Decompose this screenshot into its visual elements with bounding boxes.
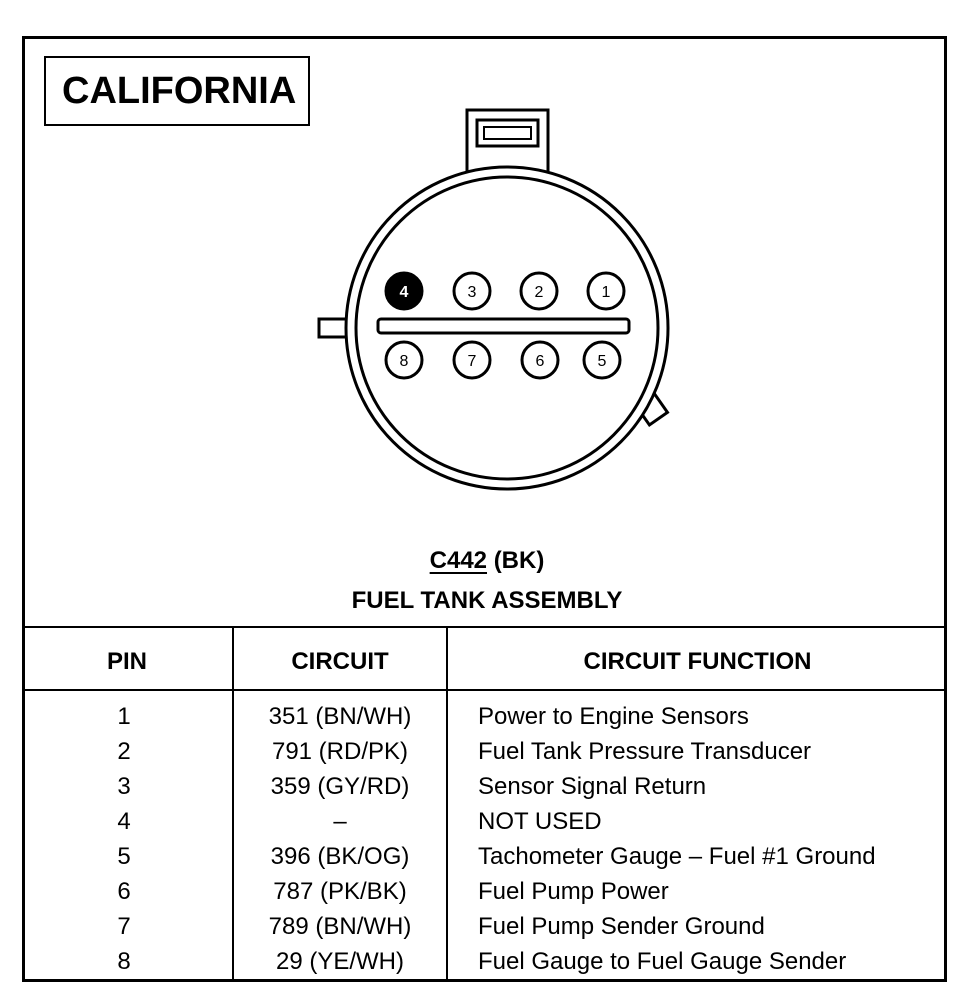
pin-3: 3	[452, 271, 492, 311]
table-top-border	[22, 626, 947, 628]
circuit-code: 791 (RD/PK)	[271, 738, 409, 765]
pin-number: 6	[117, 878, 131, 905]
table-row: 7 789 (BN/WH) Fuel Pump Sender Ground	[22, 913, 947, 948]
circuit-function: Fuel Pump Sender Ground	[478, 913, 765, 940]
table-row: 8 29 (YE/WH) Fuel Gauge to Fuel Gauge Se…	[22, 948, 947, 983]
pin-1: 1	[586, 271, 626, 311]
pin-label: 7	[468, 353, 477, 370]
pin-4: 4	[384, 271, 424, 311]
circuit-code: 29 (YE/WH)	[275, 948, 404, 975]
connector-face-drawing: 4 3 2 1 8 7 6 5	[317, 108, 670, 491]
circuit-code: 789 (BN/WH)	[268, 913, 412, 940]
pin-label: 3	[468, 284, 477, 301]
circuit-function: NOT USED	[478, 808, 602, 835]
circuit-function: Fuel Pump Power	[478, 878, 669, 905]
connector-color-code: (BK)	[493, 547, 545, 574]
circuit-code: 787 (PK/BK)	[273, 878, 407, 905]
connector-lock-tab	[465, 108, 550, 176]
header-circuit-function: CIRCUIT FUNCTION	[583, 648, 812, 675]
pin-7: 7	[452, 340, 492, 380]
pin-number: 4	[117, 808, 131, 835]
table-row: 6 787 (PK/BK) Fuel Pump Power	[22, 878, 947, 913]
pin-number: 5	[117, 843, 131, 870]
circuit-function: Sensor Signal Return	[478, 773, 707, 800]
pin-label: 8	[400, 353, 409, 370]
circuit-function: Fuel Tank Pressure Transducer	[478, 738, 812, 765]
pin-8: 8	[384, 340, 424, 380]
table-header-divider	[22, 689, 947, 691]
circuit-code: 359 (GY/RD)	[270, 773, 410, 800]
table-row: 2 791 (RD/PK) Fuel Tank Pressure Transdu…	[22, 738, 947, 773]
circuit-code: –	[333, 808, 347, 835]
connector-title: C442 (BK)	[0, 547, 974, 575]
circuit-function: Tachometer Gauge – Fuel #1 Ground	[478, 843, 876, 870]
connector-id: C442	[429, 547, 488, 574]
pin-label: 5	[598, 353, 607, 370]
header-pin: PIN	[106, 648, 147, 675]
pin-label: 2	[535, 284, 544, 301]
pin-number: 8	[117, 948, 131, 975]
pin-label: 4	[400, 284, 409, 301]
pin-number: 2	[117, 738, 131, 765]
connector-divider-bar	[376, 317, 631, 335]
circuit-function: Power to Engine Sensors	[478, 703, 749, 730]
pin-number: 7	[117, 913, 131, 940]
region-label: CALIFORNIA	[44, 56, 310, 126]
connector-name: FUEL TANK ASSEMBLY	[351, 587, 623, 614]
header-circuit: CIRCUIT	[291, 648, 389, 675]
pin-number: 3	[117, 773, 131, 800]
table-row: 3 359 (GY/RD) Sensor Signal Return	[22, 773, 947, 808]
circuit-function: Fuel Gauge to Fuel Gauge Sender	[478, 948, 847, 975]
table-column-divider	[232, 626, 234, 982]
circuit-code: 396 (BK/OG)	[270, 843, 410, 870]
pin-label: 1	[602, 284, 611, 301]
circuit-code: 351 (BN/WH)	[268, 703, 412, 730]
table-row: 1 351 (BN/WH) Power to Engine Sensors	[22, 703, 947, 738]
pin-5: 5	[582, 340, 622, 380]
diagram-frame	[22, 36, 947, 982]
pin-2: 2	[519, 271, 559, 311]
table-column-divider	[446, 626, 448, 982]
table-row: 5 396 (BK/OG) Tachometer Gauge – Fuel #1…	[22, 843, 947, 878]
pin-number: 1	[117, 703, 131, 730]
pin-table-body: 1 351 (BN/WH) Power to Engine Sensors 2 …	[22, 703, 947, 983]
pin-label: 6	[536, 353, 545, 370]
pin-6: 6	[520, 340, 560, 380]
table-row: 4 – NOT USED	[22, 808, 947, 843]
